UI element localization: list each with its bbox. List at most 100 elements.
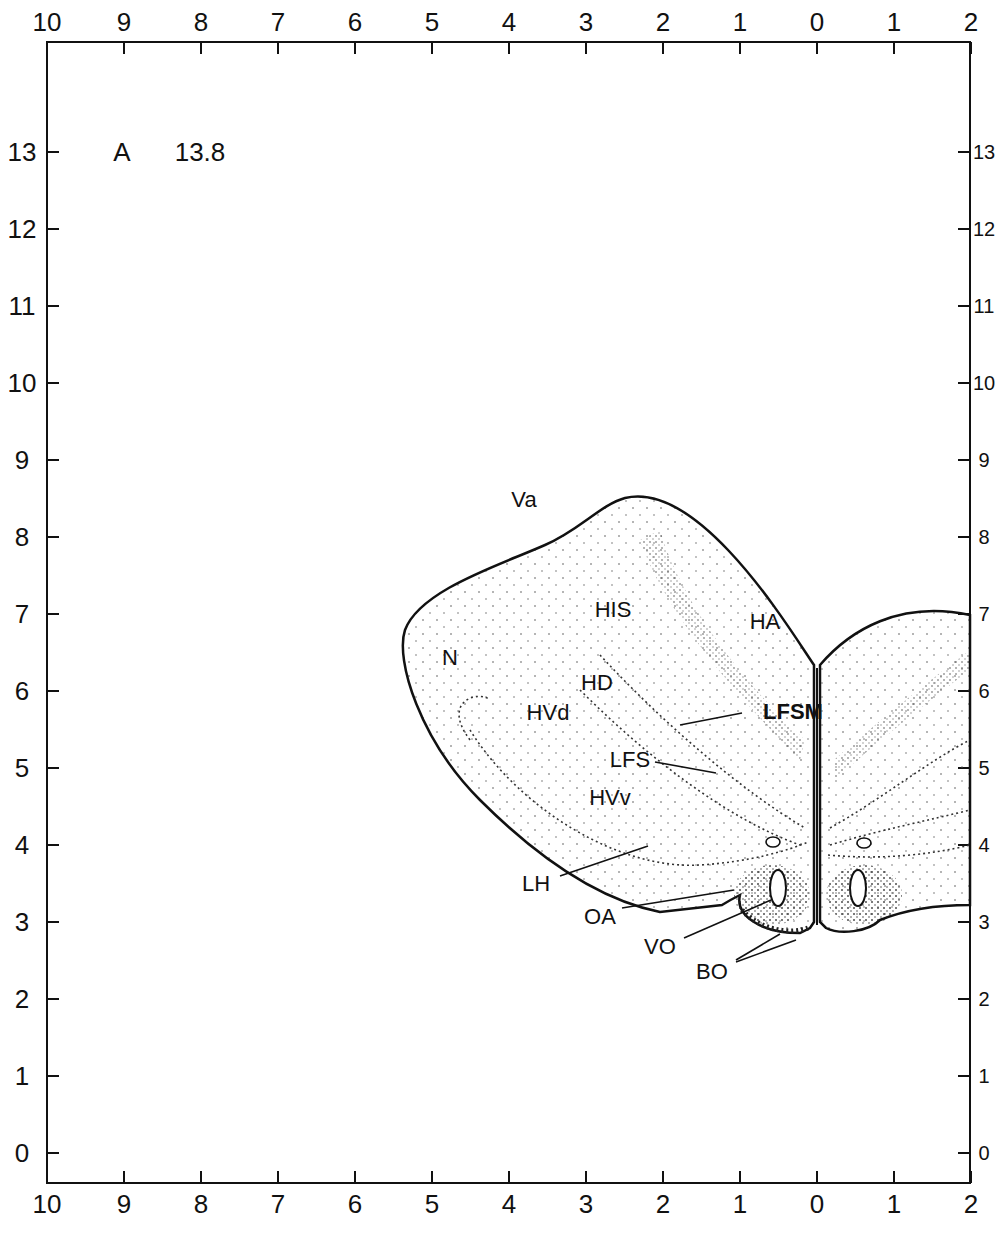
axis-tick (585, 42, 587, 54)
axis-tick (46, 42, 48, 54)
axis-number: 13 (8, 139, 37, 165)
axis-number: 7 (15, 601, 29, 627)
axis-tick (958, 921, 970, 923)
axis-number: 9 (978, 450, 989, 470)
axis-tick (958, 1075, 970, 1077)
axis-number: 6 (15, 678, 29, 704)
axis-tick (47, 536, 59, 538)
axis-tick (662, 1171, 664, 1183)
axis-number: 3 (579, 1191, 593, 1217)
axis-number: 2 (964, 9, 978, 35)
axis-number: 1 (887, 1191, 901, 1217)
axis-number: 9 (117, 1191, 131, 1217)
axis-tick (200, 42, 202, 54)
axis-tick (585, 1171, 587, 1183)
axis-number: 3 (978, 912, 989, 932)
axis-tick (958, 536, 970, 538)
axis-tick (958, 151, 970, 153)
axis-number: 9 (117, 9, 131, 35)
axis-number: 2 (964, 1191, 978, 1217)
axis-tick (47, 844, 59, 846)
axis-number: 1 (733, 1191, 747, 1217)
axis-number: 0 (810, 1191, 824, 1217)
axis-tick (958, 998, 970, 1000)
axis-number: 8 (15, 524, 29, 550)
axis-number: 12 (973, 219, 995, 239)
axis-number: 5 (425, 1191, 439, 1217)
axis-tick (958, 1152, 970, 1154)
axis-tick (123, 42, 125, 54)
axis-tick (816, 1171, 818, 1183)
axis-number: 10 (8, 370, 37, 396)
region-label: LFSM (763, 701, 823, 723)
axis-number: 3 (579, 9, 593, 35)
axis-number: 2 (978, 989, 989, 1009)
region-label: VO (644, 936, 676, 958)
axis-tick (123, 1171, 125, 1183)
region-label: HVd (527, 702, 570, 724)
axis-tick (200, 1171, 202, 1183)
axis-tick (739, 1171, 741, 1183)
axis-number: 10 (33, 9, 62, 35)
axis-tick (508, 1171, 510, 1183)
axis-tick (47, 305, 59, 307)
axis-tick (816, 42, 818, 54)
axis-number: 0 (15, 1140, 29, 1166)
axis-tick (47, 228, 59, 230)
axis-number: 8 (194, 9, 208, 35)
axis-number: 7 (271, 9, 285, 35)
axis-number: 8 (978, 527, 989, 547)
axis-number: 12 (8, 216, 37, 242)
axis-number: 10 (33, 1191, 62, 1217)
axis-number: 11 (974, 296, 995, 316)
axis-tick (431, 1171, 433, 1183)
axis-tick (47, 1075, 59, 1077)
axis-tick (354, 1171, 356, 1183)
axis-tick (958, 459, 970, 461)
axis-number: 4 (502, 1191, 516, 1217)
axis-number: 7 (271, 1191, 285, 1217)
axis-number: 1 (887, 9, 901, 35)
axis-number: 13 (973, 142, 995, 162)
axis-number: 4 (502, 9, 516, 35)
region-label: LH (522, 873, 550, 895)
axis-tick (893, 42, 895, 54)
axis-number: 5 (978, 758, 989, 778)
axis-tick (893, 1171, 895, 1183)
axis-tick (47, 382, 59, 384)
axis-number: 6 (348, 1191, 362, 1217)
region-label: LFS (610, 749, 650, 771)
axis-tick (47, 1152, 59, 1154)
axis-tick (431, 42, 433, 54)
axis-number: 10 (973, 373, 995, 393)
axis-tick (739, 42, 741, 54)
axis-tick (958, 228, 970, 230)
axis-tick (508, 42, 510, 54)
axis-tick (277, 1171, 279, 1183)
axis-number: 6 (978, 681, 989, 701)
axis-number: 9 (15, 447, 29, 473)
axis-number: 1 (733, 9, 747, 35)
axis-number: 4 (978, 835, 989, 855)
axis-tick (958, 305, 970, 307)
axis-tick (662, 42, 664, 54)
axis-tick (970, 42, 972, 54)
region-label: HA (750, 611, 781, 633)
axis-tick (47, 151, 59, 153)
region-label: HD (581, 672, 613, 694)
axis-tick (47, 459, 59, 461)
axis-tick (47, 921, 59, 923)
region-label: Va (511, 489, 536, 511)
section-letter: A (113, 139, 130, 165)
axis-tick (47, 613, 59, 615)
axis-number: 4 (15, 832, 29, 858)
section-coordinate: 13.8 (175, 139, 226, 165)
axis-number: 2 (656, 9, 670, 35)
axis-tick (47, 690, 59, 692)
axis-number: 11 (9, 293, 36, 319)
axis-number: 2 (15, 986, 29, 1012)
axis-number: 8 (194, 1191, 208, 1217)
axis-tick (277, 42, 279, 54)
